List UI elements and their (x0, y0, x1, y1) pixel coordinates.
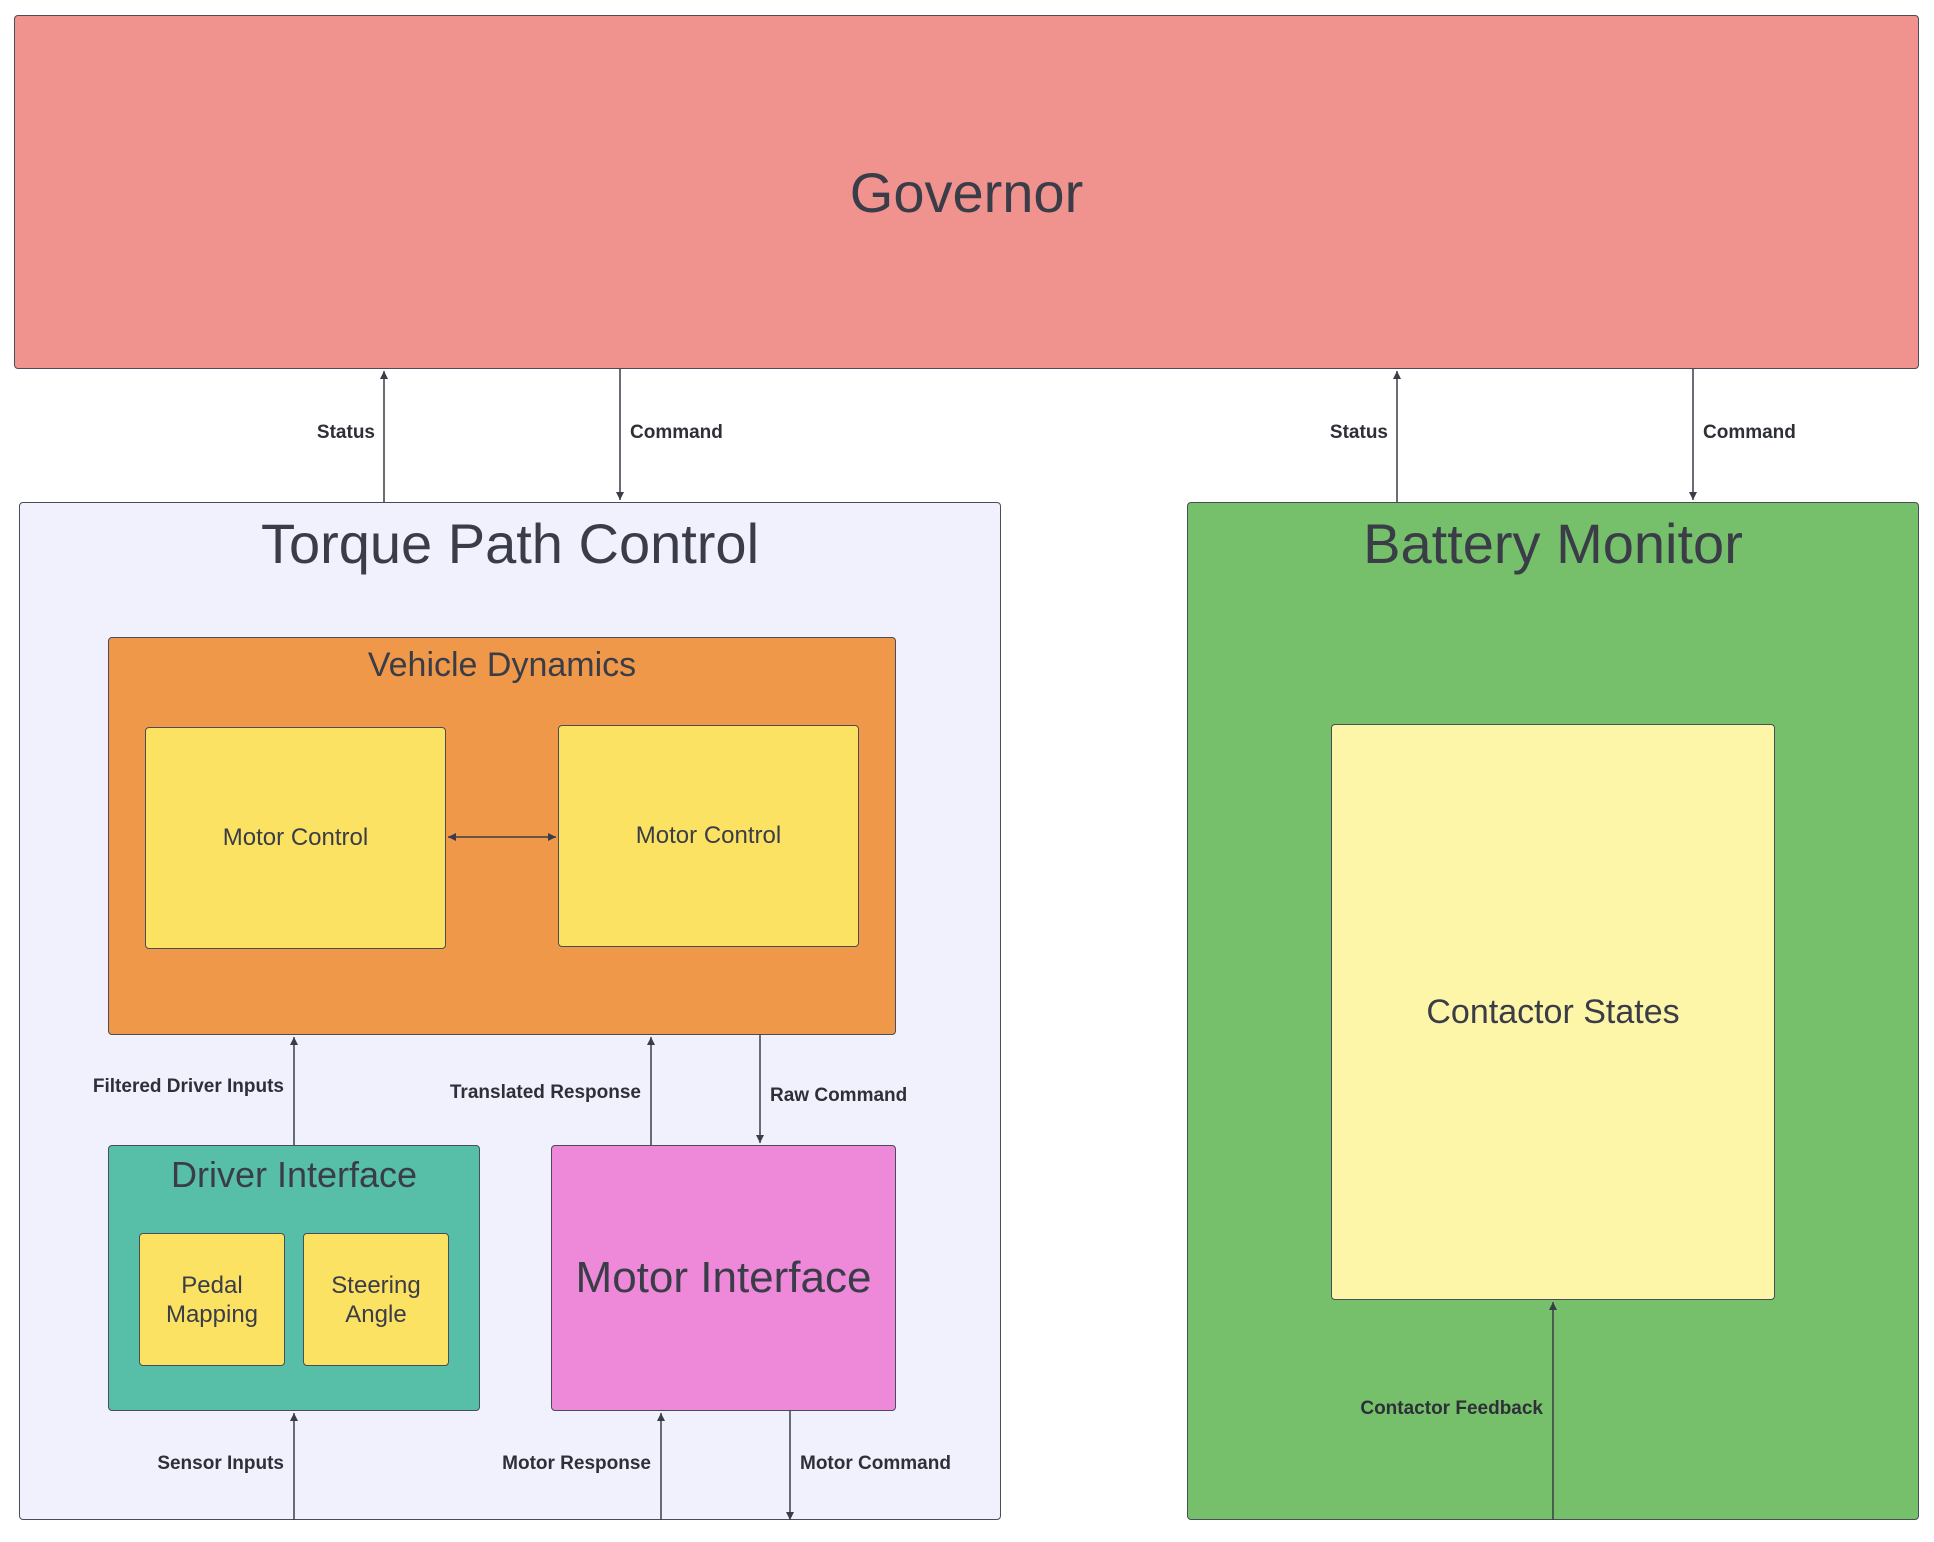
torque-status-label: Status (316, 422, 375, 443)
motor-control-right-label: Motor Control (635, 822, 782, 849)
contactor-feedback-label: Contactor Feedback (1360, 1398, 1543, 1419)
raw-command-label: Raw Command (770, 1085, 908, 1106)
translated-response-label: Translated Response (449, 1082, 641, 1103)
torque-command-label: Command (630, 422, 723, 443)
battery-command-label: Command (1703, 422, 1796, 443)
vehicle-dynamics-title: Vehicle Dynamics (367, 646, 637, 684)
pedal-mapping-block[interactable]: Pedal Mapping (139, 1233, 285, 1366)
driver-interface-title: Driver Interface (170, 1154, 418, 1195)
sensor-inputs-label: Sensor Inputs (157, 1453, 284, 1474)
motor-command-label: Motor Command (800, 1453, 951, 1474)
governor-title: Governor (849, 160, 1084, 224)
torque-path-control-title: Torque Path Control (260, 512, 760, 575)
motor-control-right-block[interactable]: Motor Control (558, 725, 859, 947)
contactor-states-block[interactable]: Contactor States (1331, 724, 1775, 1300)
steering-angle-block[interactable]: Steering Angle (303, 1233, 449, 1366)
filtered-driver-inputs-label: Filtered Driver Inputs (92, 1076, 284, 1097)
motor-control-left-label: Motor Control (222, 824, 369, 851)
motor-interface-block[interactable]: Motor Interface (551, 1145, 896, 1411)
steering-angle-label: Steering Angle (331, 1271, 421, 1328)
motor-response-label: Motor Response (502, 1453, 651, 1474)
contactor-states-label: Contactor States (1426, 992, 1680, 1031)
pedal-mapping-label: Pedal Mapping (165, 1271, 259, 1328)
motor-interface-title: Motor Interface (575, 1253, 872, 1302)
battery-monitor-title: Battery Monitor (1363, 512, 1743, 575)
governor-block[interactable]: Governor (14, 15, 1919, 369)
battery-status-label: Status (1329, 422, 1388, 443)
motor-control-left-block[interactable]: Motor Control (145, 727, 446, 949)
